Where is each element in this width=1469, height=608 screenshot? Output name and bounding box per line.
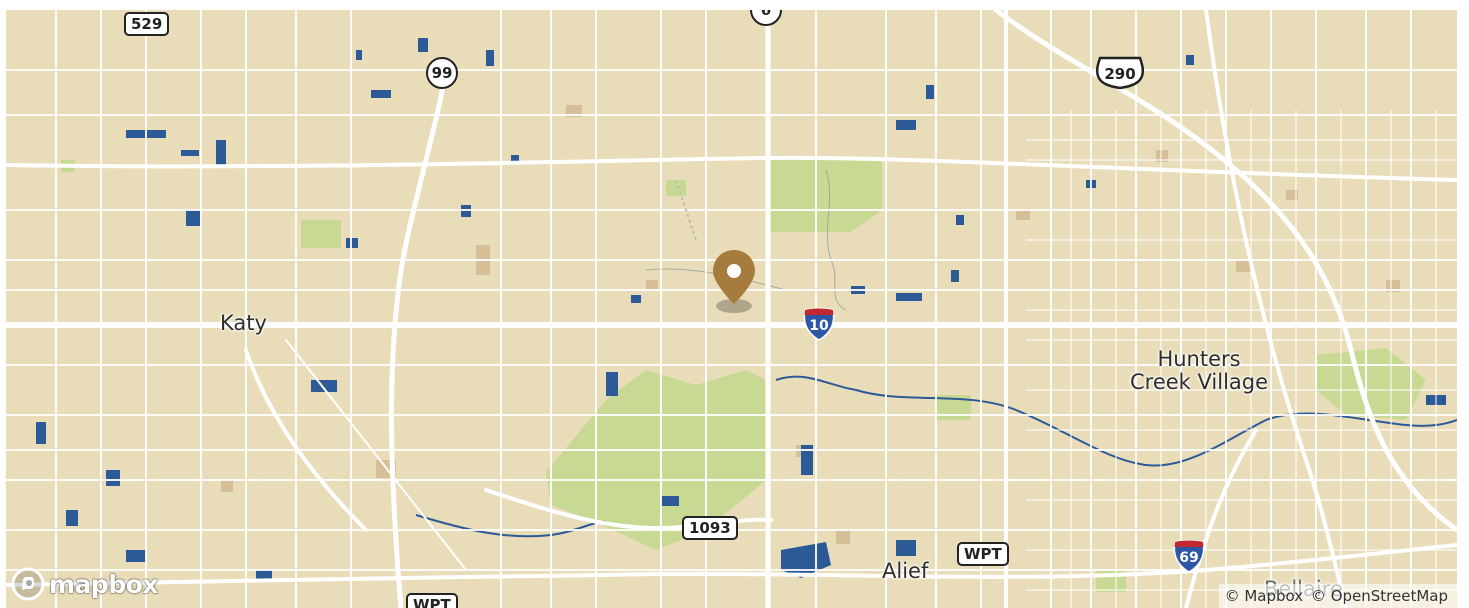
mapbox-logo-text: mapbox bbox=[49, 569, 159, 599]
basemap bbox=[6, 10, 1457, 608]
bayous bbox=[415, 375, 1457, 538]
map-pin-icon bbox=[713, 250, 755, 313]
route-shield-529: 529 bbox=[124, 12, 170, 36]
us-route-number: 290 bbox=[1104, 65, 1136, 83]
map-attribution: © Mapbox © OpenStreetMap bbox=[1218, 584, 1457, 608]
mapbox-logo[interactable]: mapbox bbox=[10, 566, 159, 602]
attribution-mapbox-link[interactable]: © Mapbox bbox=[1224, 587, 1304, 605]
road-i69 bbox=[1184, 428, 1258, 608]
route-shield-i69: 69 bbox=[1172, 538, 1206, 574]
interstate-number: 10 bbox=[809, 318, 829, 334]
route-shield-1093: 1093 bbox=[682, 516, 738, 540]
interstate-shield-icon bbox=[1173, 539, 1205, 573]
attribution-osm-link[interactable]: © OpenStreetMap bbox=[1310, 587, 1448, 605]
railway bbox=[675, 179, 697, 241]
map-canvas[interactable]: Katy Hunters Creek Village Alief Bellair… bbox=[6, 10, 1457, 608]
dense-streets bbox=[1026, 110, 1457, 608]
road-diag bbox=[244, 348, 368, 532]
route-shield-wpt: WPT bbox=[957, 542, 1009, 566]
place-label-alief: Alief bbox=[882, 559, 929, 583]
route-shield-us290: 290 bbox=[1094, 56, 1146, 90]
route-shield-wpt-2: WPT bbox=[406, 593, 458, 608]
us-route-shield-icon bbox=[1095, 56, 1145, 90]
place-label-hunters-creek-village: Hunters Creek Village bbox=[1130, 347, 1269, 395]
road-beltway bbox=[1204, 10, 1348, 608]
park-small bbox=[301, 220, 341, 248]
road-diag2 bbox=[285, 339, 467, 571]
route-shield-i10: 10 bbox=[802, 306, 836, 342]
location-marker[interactable] bbox=[710, 248, 764, 318]
mapbox-logo-icon bbox=[11, 567, 45, 601]
interstate-shield-icon bbox=[803, 307, 835, 341]
road-westpark bbox=[6, 543, 1457, 587]
road-fm1093 bbox=[484, 488, 773, 531]
route-shield-99: 99 bbox=[426, 57, 458, 89]
place-label-katy: Katy bbox=[220, 311, 267, 335]
interstate-number: 69 bbox=[1179, 550, 1199, 566]
park-north bbox=[771, 158, 882, 232]
